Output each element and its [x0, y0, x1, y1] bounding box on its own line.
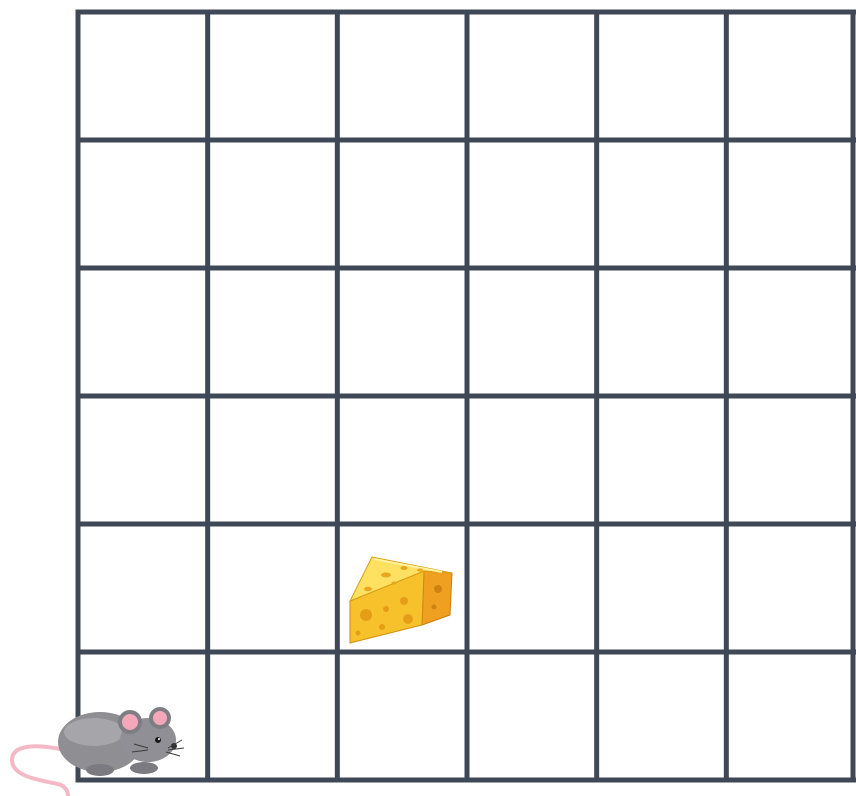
mouse-piece[interactable] — [12, 707, 184, 796]
mouse-icon — [12, 707, 184, 796]
grid-lines — [78, 12, 856, 780]
cheese-piece[interactable] — [350, 557, 452, 643]
cheese-icon — [350, 557, 452, 643]
